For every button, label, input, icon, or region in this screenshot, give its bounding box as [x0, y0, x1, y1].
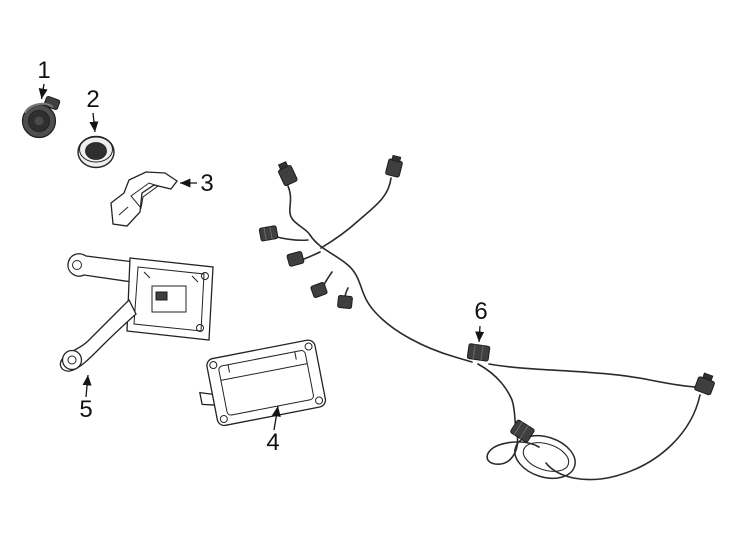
callout-1-label: 1: [37, 57, 50, 84]
harness-connector-icon: [510, 419, 535, 443]
callout-6: 6: [474, 298, 488, 343]
callout-6-arrow: [475, 325, 485, 343]
callout-1: 1: [37, 57, 51, 100]
callout-3: 3: [180, 170, 214, 197]
part-sensor-bracket: [110, 171, 178, 227]
harness-connector-icon: [286, 251, 305, 267]
callout-2-label: 2: [86, 86, 99, 113]
callout-6-label: 6: [474, 298, 487, 325]
harness-connector-icon: [277, 161, 298, 187]
callout-5-arrow: [82, 374, 92, 398]
part-mounting-bracket: [59, 253, 214, 372]
part-wire-harness: [258, 154, 715, 481]
callout-4-arrow: [271, 405, 281, 431]
harness-connector-icon: [385, 154, 403, 178]
callout-5: 5: [79, 374, 93, 423]
harness-connector-icon: [310, 282, 328, 298]
callout-4: 4: [266, 405, 281, 456]
part-control-module: [199, 339, 327, 427]
callout-1-arrow: [38, 83, 48, 100]
part-parking-sensor: [21, 95, 61, 139]
callout-4-label: 4: [266, 429, 279, 456]
harness-connector-icon: [694, 372, 715, 396]
callout-5-label: 5: [79, 396, 92, 423]
harness-connector-icon: [337, 294, 353, 310]
harness-connector-icon: [258, 225, 279, 242]
part-harness-connector-6: [466, 343, 491, 362]
callout-3-label: 3: [200, 170, 213, 197]
callout-2: 2: [86, 86, 100, 133]
part-sensor-grommet: [77, 135, 115, 169]
callout-2-arrow: [89, 112, 99, 133]
